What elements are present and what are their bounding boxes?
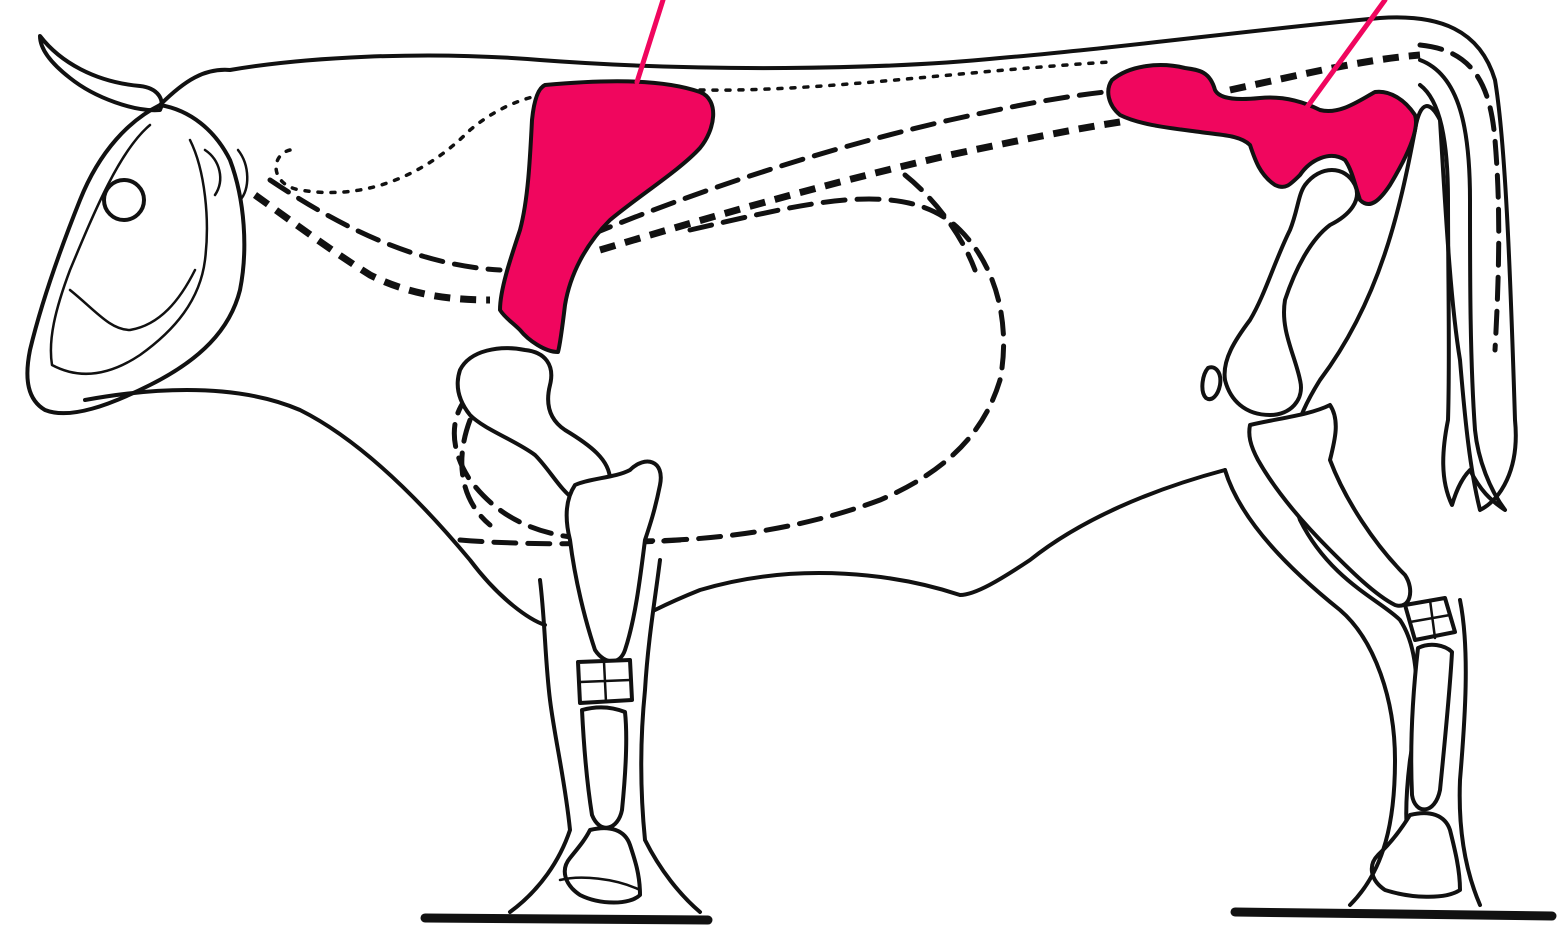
ground-line-rear <box>1235 912 1552 916</box>
scapula-highlight <box>500 81 713 352</box>
rib-cage-front-dashed <box>905 175 975 270</box>
belly-line <box>655 470 1225 610</box>
rear-phalanges <box>1372 813 1460 897</box>
eye-orbit <box>104 180 144 220</box>
head-outline <box>27 105 244 413</box>
neck-upper-dashed <box>270 180 500 270</box>
front-phalanges <box>565 828 640 902</box>
tibia <box>1249 405 1410 606</box>
front-metacarpal <box>582 707 626 827</box>
head-inner <box>51 125 207 374</box>
tail-dashed-line <box>1420 45 1499 350</box>
cervical-vertebrae <box>255 195 490 300</box>
radius-ulna <box>567 462 661 662</box>
neck-ligament <box>276 92 560 193</box>
scapula-pointer-line <box>637 0 663 82</box>
femur <box>1225 170 1357 415</box>
rear-metatarsal <box>1411 645 1452 810</box>
horn <box>40 36 162 110</box>
patella <box>1202 367 1220 399</box>
ground-line-front <box>425 918 708 920</box>
